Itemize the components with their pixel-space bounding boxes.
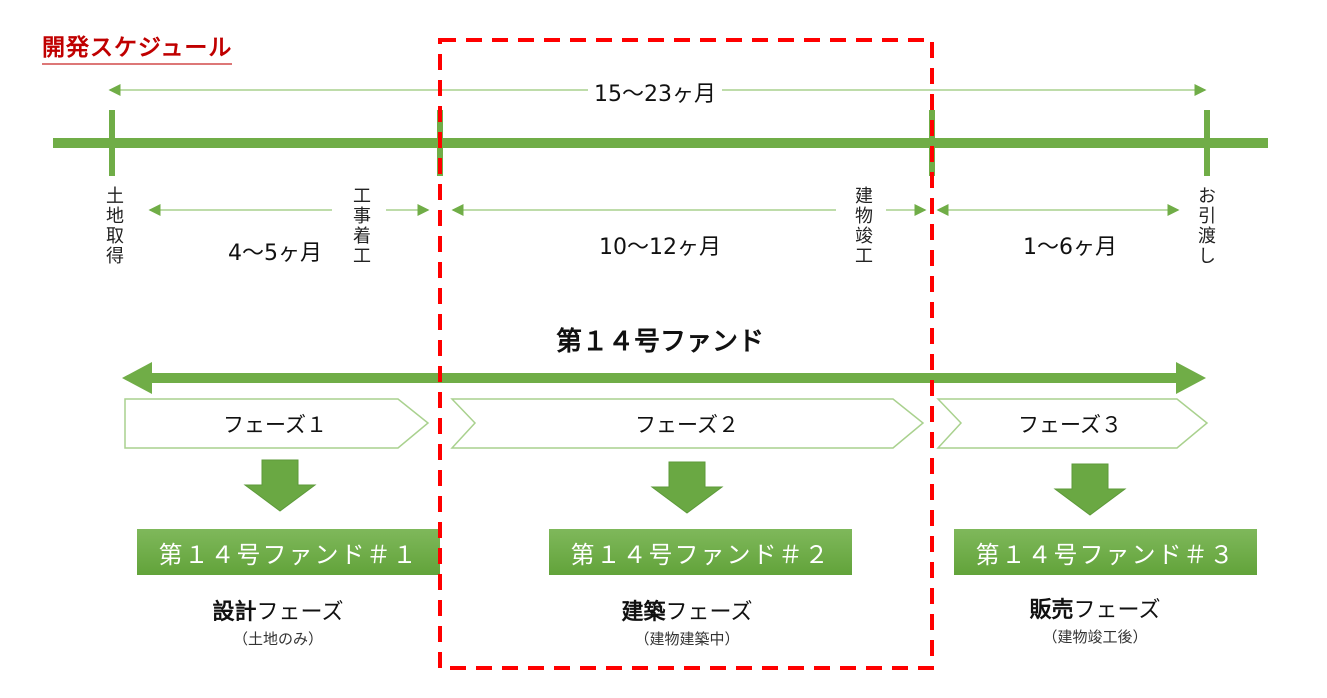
stage-bold: 建築	[621, 600, 666, 625]
interval-label-2: 10〜12ヶ月	[593, 229, 727, 261]
fund-name: 第１４号ファンド	[555, 327, 765, 357]
phase-label-3: フェーズ３	[1018, 413, 1122, 437]
down-arrow-2	[650, 461, 724, 514]
milestone-handover: お引渡し	[1195, 186, 1216, 266]
interval-label-1: 4〜5ヶ月	[222, 235, 328, 267]
fund-double-arrow	[122, 362, 1206, 394]
tick-land	[109, 110, 115, 176]
stage-bold: 販売	[1029, 598, 1074, 623]
phase-chevron-3	[936, 398, 1209, 449]
phase-label-1: フェーズ１	[223, 413, 327, 437]
stage-note-3: （建物竣工後）	[1042, 628, 1148, 646]
stage-rest: フェーズ	[665, 600, 753, 625]
tick-handover	[1204, 110, 1210, 176]
page-title: 開発スケジュール	[42, 28, 233, 65]
fund-box-1: 第１４号ファンド＃１	[137, 529, 440, 575]
tick-complete	[929, 110, 935, 176]
fund-box-3: 第１４号ファンド＃３	[954, 529, 1257, 575]
down-arrow-1	[243, 459, 317, 512]
stage-label-3: 販売フェーズ	[1030, 592, 1161, 624]
milestone-land-acquisition: 土地取得	[103, 186, 124, 266]
stage-rest: フェーズ	[1073, 598, 1161, 623]
tick-start	[437, 110, 443, 176]
timeline-bar	[53, 138, 1268, 148]
stage-note-1: （土地のみ）	[232, 630, 324, 648]
down-arrow-3	[1053, 463, 1127, 516]
stage-label-1: 設計フェーズ	[213, 594, 344, 626]
total-duration-label: 15〜23ヶ月	[588, 76, 722, 108]
phase-label-2: フェーズ２	[635, 413, 739, 437]
fund-box-2: 第１４号ファンド＃２	[549, 529, 852, 575]
phase-chevron-1	[124, 398, 430, 449]
interval-label-3: 1〜6ヶ月	[1017, 229, 1123, 261]
milestone-building-completion: 建物竣工	[852, 186, 873, 266]
stage-note-2: （建物建築中）	[634, 630, 740, 648]
milestone-construction-start: 工事着工	[350, 186, 371, 266]
stage-bold: 設計	[212, 600, 257, 625]
stage-label-2: 建築フェーズ	[622, 594, 753, 626]
stage-rest: フェーズ	[256, 600, 344, 625]
